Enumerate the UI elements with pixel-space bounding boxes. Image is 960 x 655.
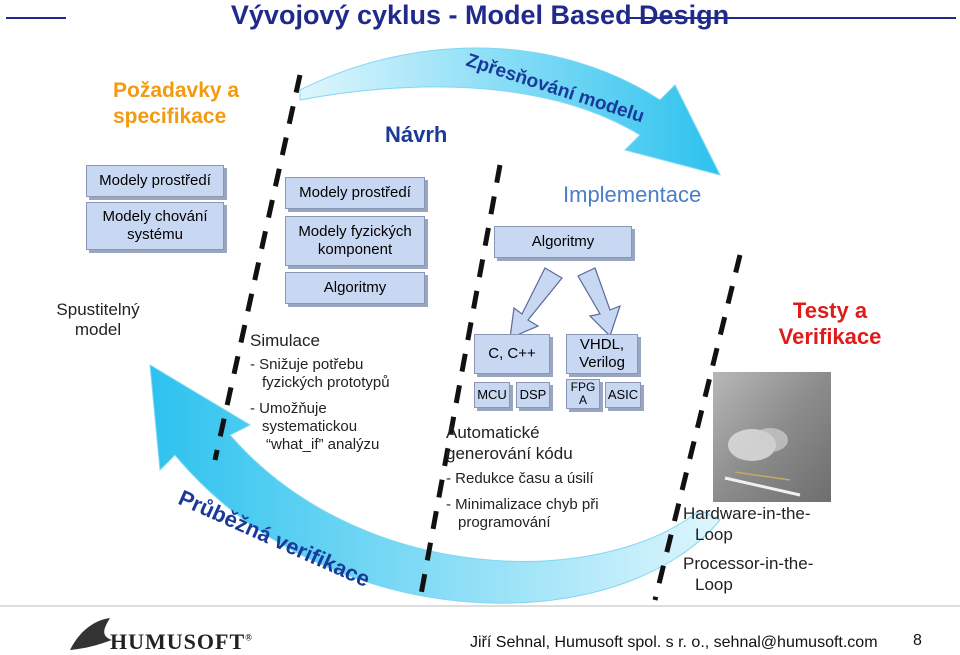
arrow-to-hdl bbox=[578, 268, 620, 336]
impl-dsp-box: DSP bbox=[516, 382, 550, 408]
sim-b2-line-3: “what_if” analýzu bbox=[250, 436, 379, 454]
testing-title: Testy a Verifikace bbox=[760, 298, 900, 351]
impl-fpga-line-2: A bbox=[579, 394, 587, 407]
hil-line-2: Loop bbox=[683, 524, 811, 545]
phase-design: Návrh bbox=[385, 122, 447, 148]
impl-c-box: C, C++ bbox=[474, 334, 550, 374]
impl-bullet-2: - Minimalizace chyb při programování bbox=[446, 496, 599, 532]
impl-mcu-label: MCU bbox=[477, 387, 507, 403]
logo-text: HUMUSOFT bbox=[110, 629, 245, 654]
impl-algorithms-box: Algoritmy bbox=[494, 226, 632, 258]
footer-logo: HUMUSOFT® bbox=[110, 629, 253, 655]
pil-label: Processor-in-the- Loop bbox=[683, 553, 813, 596]
impl-hdl-box: VHDL, Verilog bbox=[566, 334, 638, 374]
executable-line-2: model bbox=[48, 320, 148, 340]
impl-b2-line-1: - Minimalizace chyb při bbox=[446, 496, 599, 514]
simulation-bullet-2: - Umožňuje systematickou “what_if” analý… bbox=[250, 400, 379, 454]
simulation-title: Simulace bbox=[250, 330, 320, 351]
impl-algorithms-label: Algoritmy bbox=[532, 233, 595, 251]
design-env-label: Modely prostředí bbox=[299, 184, 411, 202]
requirements-line-2: specifikace bbox=[113, 104, 239, 130]
impl-c-label: C, C++ bbox=[488, 345, 536, 363]
left-env-label: Modely prostředí bbox=[99, 172, 211, 190]
arrow-to-c bbox=[510, 268, 562, 338]
impl-hdl-line-1: VHDL, bbox=[580, 336, 624, 354]
requirements-label: Požadavky a specifikace bbox=[113, 78, 239, 131]
sim-b1-line-2: fyzických prototypů bbox=[250, 374, 390, 392]
impl-dsp-label: DSP bbox=[520, 387, 547, 403]
testing-line-1: Testy a bbox=[760, 298, 900, 324]
testing-line-2: Verifikace bbox=[760, 324, 900, 350]
sim-b1-line-1: - Snižuje potřebu bbox=[250, 356, 390, 374]
logo-mark: ® bbox=[245, 633, 253, 643]
footer-author: Jiří Sehnal, Humusoft spol. s r. o., seh… bbox=[470, 634, 878, 652]
left-env-box: Modely prostředí bbox=[86, 165, 224, 197]
left-behavior-box: Modely chování systému bbox=[86, 202, 224, 250]
left-behavior-line-2: systému bbox=[127, 226, 183, 244]
auto-line-1: Automatické bbox=[446, 422, 573, 443]
design-physical-box: Modely fyzických komponent bbox=[285, 216, 425, 266]
design-env-box: Modely prostředí bbox=[285, 177, 425, 209]
simulation-bullet-1: - Snižuje potřebu fyzických prototypů bbox=[250, 356, 390, 392]
hil-label: Hardware-in-the- Loop bbox=[683, 503, 811, 546]
design-algorithms-label: Algoritmy bbox=[324, 279, 387, 297]
pil-line-1: Processor-in-the- bbox=[683, 553, 813, 574]
auto-codegen-title: Automatické generování kódu bbox=[446, 422, 573, 465]
impl-b2-line-2: programování bbox=[446, 514, 599, 532]
design-physical-line-1: Modely fyzických bbox=[298, 223, 411, 241]
hil-line-1: Hardware-in-the- bbox=[683, 503, 811, 524]
page-number: 8 bbox=[913, 632, 922, 650]
design-algorithms-box: Algoritmy bbox=[285, 272, 425, 304]
sim-b2-line-2: systematickou bbox=[250, 418, 379, 436]
design-physical-line-2: komponent bbox=[318, 241, 392, 259]
pil-line-2: Loop bbox=[683, 574, 813, 595]
impl-bullet-1: - Redukce času a úsilí bbox=[446, 470, 594, 488]
impl-hdl-line-2: Verilog bbox=[579, 354, 625, 372]
executable-model-label: Spustitelný model bbox=[48, 300, 148, 341]
impl-asic-label: ASIC bbox=[608, 387, 638, 403]
sim-b2-line-1: - Umožňuje bbox=[250, 400, 379, 418]
executable-line-1: Spustitelný bbox=[48, 300, 148, 320]
auto-line-2: generování kódu bbox=[446, 443, 573, 464]
phase-implementation: Implementace bbox=[563, 182, 701, 208]
left-behavior-line-1: Modely chování bbox=[102, 208, 207, 226]
impl-mcu-box: MCU bbox=[474, 382, 510, 408]
impl-fpga-box: FPG A bbox=[566, 379, 600, 409]
logo-bird-icon bbox=[70, 618, 112, 650]
requirements-line-1: Požadavky a bbox=[113, 78, 239, 104]
impl-asic-box: ASIC bbox=[605, 382, 641, 408]
